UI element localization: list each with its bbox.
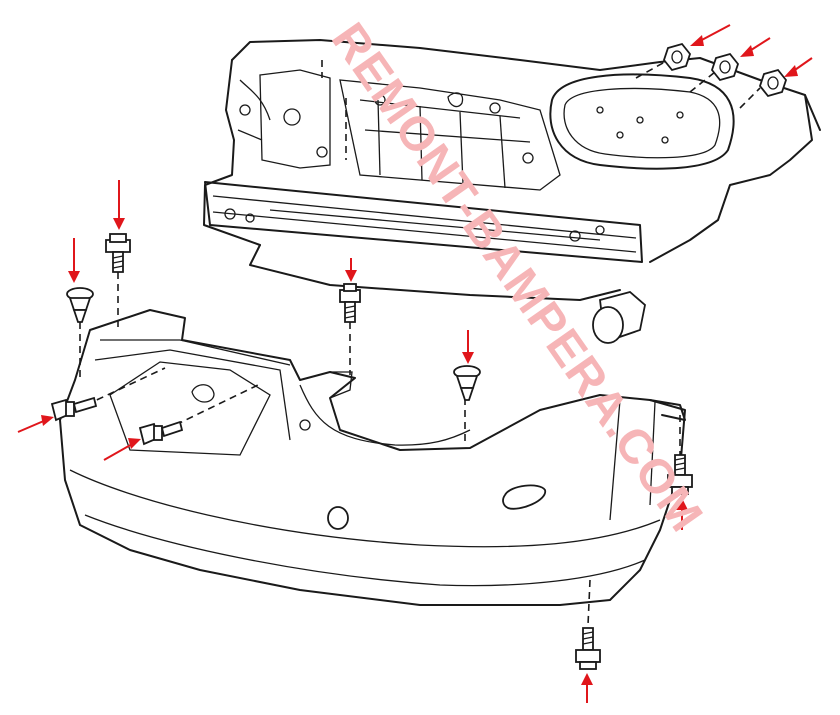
nut-3 (758, 68, 788, 98)
arrow-bolt-top-left (113, 180, 125, 230)
arrow-bolt-bottom (581, 673, 593, 703)
clip-left (66, 287, 94, 323)
arrow-bolt-center (345, 258, 357, 282)
rear-cross-beam (204, 181, 646, 344)
bolt-bottom (575, 627, 601, 670)
arrow-bolt-side-2 (103, 438, 141, 461)
arrow-bolt-right (676, 498, 688, 530)
bolt-right (667, 454, 693, 495)
nut-2 (710, 52, 740, 82)
bolt-side-1 (50, 396, 98, 422)
arrow-nut-2 (740, 37, 771, 57)
arrow-bolt-side-1 (17, 415, 54, 433)
arrow-clip-left (68, 238, 80, 283)
arrow-clip-center (462, 330, 474, 364)
bumper-cover (59, 309, 686, 606)
bolt-center (339, 283, 361, 323)
nut-1 (662, 42, 692, 72)
fasteners (50, 42, 788, 670)
tail-lamp (549, 73, 735, 170)
clip-center (453, 365, 481, 401)
arrow-nut-1 (690, 24, 731, 46)
bolt-side-2 (138, 420, 184, 446)
arrow-nut-3 (784, 57, 813, 77)
alignment-lines (79, 57, 761, 626)
bolt-top-left (105, 233, 131, 273)
red-arrows (17, 24, 813, 703)
